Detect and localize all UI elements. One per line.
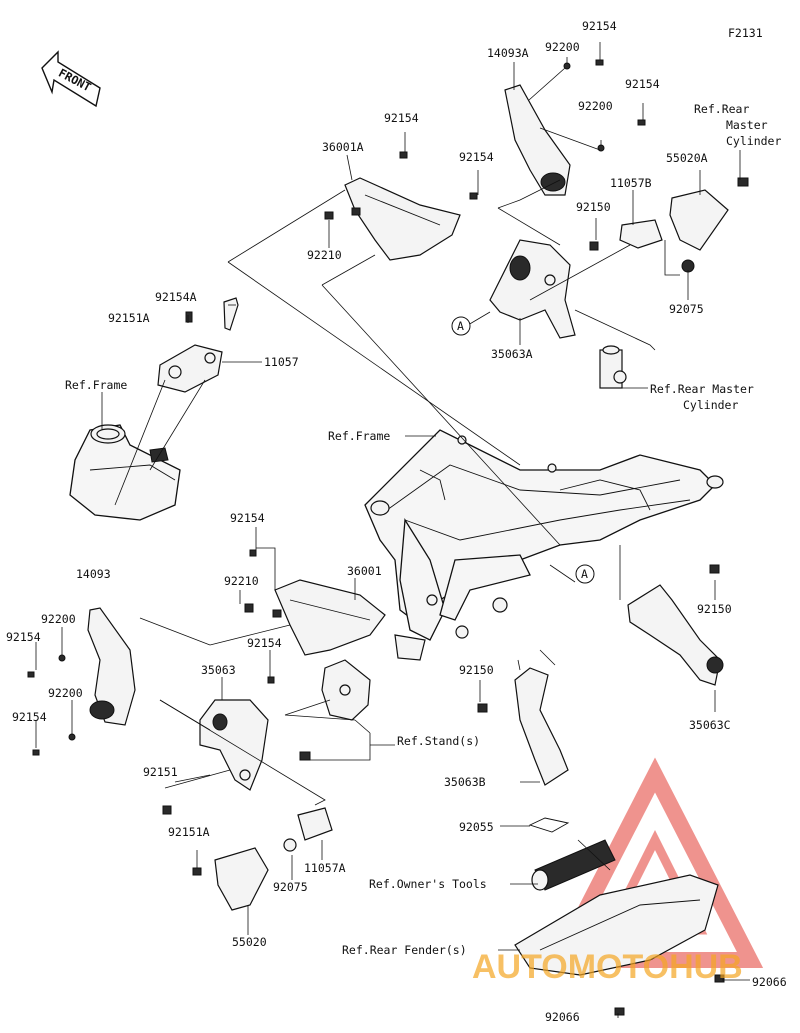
label-92210-a: 92210 <box>307 248 342 262</box>
label-ref-rear-master-3: Cylinder <box>726 134 781 148</box>
label-11057A: 11057A <box>304 861 346 875</box>
label-A-upper: A <box>457 319 464 333</box>
bracket-35063 <box>162 699 269 815</box>
label-11057B: 11057B <box>610 176 652 190</box>
front-arrow-icon: FRONT <box>41 50 101 108</box>
label-ref-stand: Ref.Stand(s) <box>397 734 480 748</box>
label-ref-rear-master-1: Ref.Rear <box>694 102 749 116</box>
label-92150-a: 92150 <box>576 200 611 214</box>
rear-fender <box>514 874 725 1016</box>
label-14093A: 14093A <box>487 46 529 60</box>
footrest-bracket-14093A <box>504 59 646 196</box>
label-ref-rear-fender: Ref.Rear Fender(s) <box>342 943 467 957</box>
bracket-11057 <box>157 297 239 393</box>
bracket-35063C <box>627 564 724 686</box>
cover-36001 <box>244 549 386 684</box>
guard-55020A <box>619 177 749 273</box>
label-55020A: 55020A <box>666 151 708 165</box>
label-92200-d: 92200 <box>48 686 83 700</box>
label-92154-g: 92154 <box>247 636 282 650</box>
label-35063B: 35063B <box>444 775 486 789</box>
label-92075-a: 92075 <box>669 302 704 316</box>
part-labels: 14093A 92154 92200 92154 92200 Ref.Rear … <box>6 19 787 1024</box>
label-92055: 92055 <box>459 820 494 834</box>
label-92150-c: 92150 <box>459 663 494 677</box>
main-frame <box>364 429 724 641</box>
rear-master-cylinder <box>599 345 627 389</box>
head-pipe-frame <box>69 424 181 521</box>
label-92151A-b: 92151A <box>168 825 210 839</box>
label-ref-owners-tools: Ref.Owner's Tools <box>369 877 487 891</box>
label-ref-frame-b: Ref.Frame <box>328 429 390 443</box>
label-55020: 55020 <box>232 935 267 949</box>
footrest-bracket-14093 <box>27 607 136 756</box>
label-92066-b: 92066 <box>545 1010 580 1024</box>
label-92154-b: 92154 <box>625 77 660 91</box>
marker-A-lower <box>575 564 595 584</box>
label-92154A: 92154A <box>155 290 197 304</box>
label-92075-b: 92075 <box>273 880 308 894</box>
label-11057: 11057 <box>264 355 299 369</box>
label-92154-c: 92154 <box>384 111 419 125</box>
clip-92055 <box>528 817 570 833</box>
guard-55020 <box>192 807 333 911</box>
label-36001: 36001 <box>347 564 382 578</box>
label-92200-a: 92200 <box>545 40 580 54</box>
label-36001A: 36001A <box>322 140 364 154</box>
label-35063C: 35063C <box>689 718 731 732</box>
label-35063: 35063 <box>201 663 236 677</box>
label-ref-rear-master-2: Master <box>726 118 768 132</box>
label-92151A-a: 92151A <box>108 311 150 325</box>
bracket-35063B <box>477 667 569 786</box>
label-92150-b: 92150 <box>697 602 732 616</box>
cover-36001A <box>324 151 478 261</box>
owners-tools <box>531 839 616 891</box>
label-92154-e: 92154 <box>230 511 265 525</box>
label-92154-a: 92154 <box>582 19 617 33</box>
label-ref-rear-master-b2: Cylinder <box>683 398 738 412</box>
label-92200-c: 92200 <box>41 612 76 626</box>
label-ref-frame-a: Ref.Frame <box>65 378 127 392</box>
label-92210-b: 92210 <box>224 574 259 588</box>
label-14093: 14093 <box>76 567 111 581</box>
label-92151: 92151 <box>143 765 178 779</box>
label-A-lower: A <box>581 567 588 581</box>
label-92154-h: 92154 <box>12 710 47 724</box>
label-92066-a: 92066 <box>752 975 787 989</box>
marker-A-upper <box>451 316 471 336</box>
label-92154-f: 92154 <box>6 630 41 644</box>
label-92154-d: 92154 <box>459 150 494 164</box>
label-ref-rear-master-b1: Ref.Rear Master <box>650 382 754 396</box>
label-92200-b: 92200 <box>578 99 613 113</box>
leader-lines <box>35 42 750 1018</box>
figure-code: F2131 <box>728 26 763 40</box>
label-35063A: 35063A <box>491 347 533 361</box>
watermark-text: AUTOMOTOHUB <box>472 948 743 986</box>
stand-bracket <box>299 634 426 761</box>
bracket-35063A <box>489 239 599 339</box>
